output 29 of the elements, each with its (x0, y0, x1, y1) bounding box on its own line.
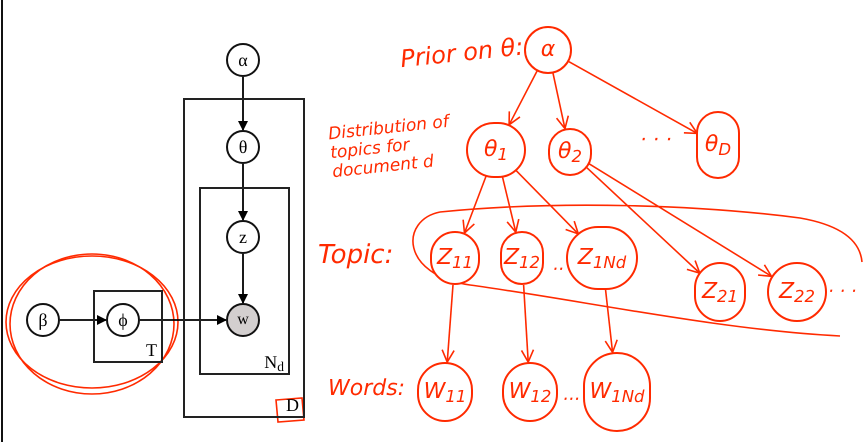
arrow (520, 284, 534, 363)
annotation-text: Distribution of topics for document d (327, 110, 451, 182)
ellipsis-text: · · · (639, 126, 673, 153)
arrow (60, 315, 107, 325)
arrow (238, 77, 248, 131)
arrow (604, 290, 618, 354)
ellipsis-text: · · · (828, 280, 858, 304)
arrow (568, 61, 698, 134)
ellipsis-text: ·· (551, 258, 565, 282)
ellipsis-text: ··· (561, 388, 581, 412)
plate-box (183, 98, 305, 418)
arrow (502, 177, 520, 233)
plate-label: D (286, 394, 299, 416)
plate-box (93, 290, 163, 363)
arrow (140, 315, 227, 325)
arrow (462, 176, 487, 234)
arrow (586, 167, 701, 274)
plate-box (199, 187, 290, 375)
annotation-text: Words: (328, 375, 406, 403)
arrow (441, 284, 455, 363)
annotation-text: Topic: (318, 239, 394, 272)
arrow (238, 254, 248, 304)
arrow (588, 163, 772, 278)
plate-label: T (146, 339, 157, 361)
arrow (552, 73, 570, 130)
arrow (516, 170, 580, 235)
annotation-text: Prior on θ: (398, 31, 526, 76)
arrow (238, 164, 248, 221)
plate-label: N$_{d}$ (264, 351, 284, 373)
